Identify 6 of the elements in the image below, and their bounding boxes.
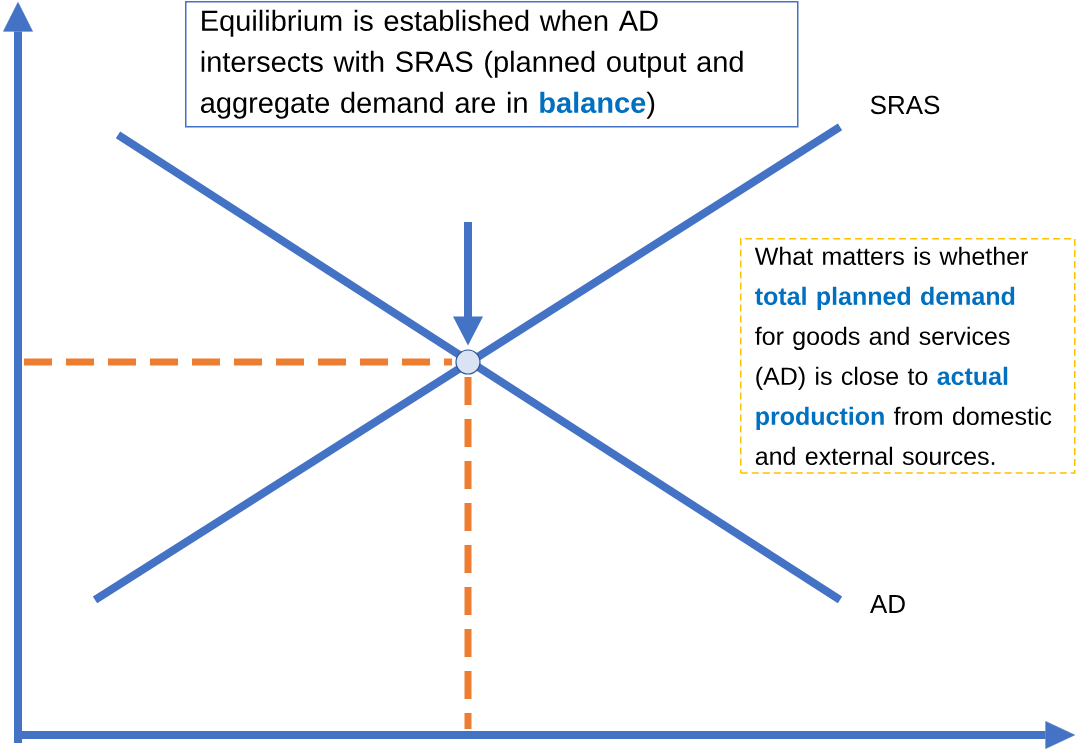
curve-label: AD	[870, 595, 905, 613]
intersection-circle	[455, 349, 481, 375]
text-box: Equilibrium is established when AD intersects with SRAS (planned output and aggregate demand are in balance)	[185, 1, 799, 128]
arrow	[453, 222, 483, 346]
note-box: What matters is whether total planned demand for goods and services (AD) is close to actual production from domestic and external sources.	[740, 238, 1076, 474]
curve-label: SRAS	[870, 95, 940, 115]
